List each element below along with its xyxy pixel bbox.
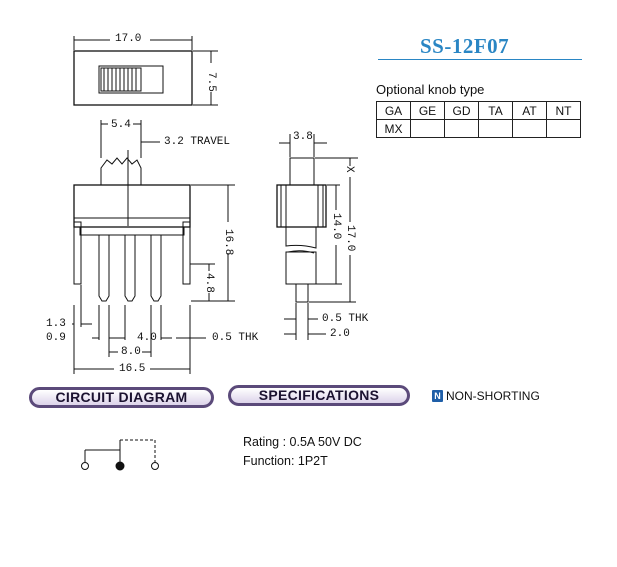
dim-side-x: X <box>343 166 355 173</box>
dim-thickness-front: 0.5 THK <box>212 332 259 344</box>
dim-pin-length: 4.8 <box>203 273 215 293</box>
dim-top-width: 17.0 <box>115 33 142 45</box>
circuit-diagram <box>81 439 159 471</box>
side-view <box>276 134 358 340</box>
dim-pin-width: 0.9 <box>46 332 66 344</box>
dim-pin-span: 8.0 <box>121 346 141 358</box>
table-cell <box>478 119 513 138</box>
dim-top-height: 7.5 <box>205 72 217 92</box>
table-cell: MX <box>376 119 411 138</box>
table-cell: AT <box>512 101 547 120</box>
non-shorting-text: NON-SHORTING <box>446 389 540 403</box>
dim-side-depth: 2.0 <box>330 328 350 340</box>
table-cell: NT <box>546 101 581 120</box>
table-row: MX <box>376 119 581 138</box>
specifications-header: SPECIFICATIONS <box>228 385 410 406</box>
dim-thickness-side: 0.5 THK <box>322 313 369 325</box>
dim-side-body: 14.0 <box>330 213 342 240</box>
knob-type-title: Optional knob type <box>376 82 485 97</box>
table-cell: GE <box>410 101 445 120</box>
model-title: SS-12F07 <box>420 34 510 58</box>
table-cell <box>546 119 581 138</box>
knob-type-table: GA GE GD TA AT NT MX <box>376 101 581 138</box>
circuit-diagram-header: CIRCUIT DIAGRAM <box>29 387 214 408</box>
table-cell: GA <box>376 101 411 120</box>
title-underline <box>378 59 582 60</box>
top-view <box>73 36 218 106</box>
dim-base-width: 16.5 <box>119 363 146 375</box>
spec-rating: Rating : 0.5A 50V DC <box>243 435 362 449</box>
table-cell: GD <box>444 101 479 120</box>
dim-left-offset: 1.3 <box>46 318 66 330</box>
dim-side-total: 17.0 <box>344 225 356 252</box>
dim-pin-pitch: 4.0 <box>137 332 157 344</box>
front-view <box>72 120 235 374</box>
non-shorting-label: N NON-SHORTING <box>432 389 540 403</box>
table-cell <box>410 119 445 138</box>
dim-knob-width: 5.4 <box>111 119 131 131</box>
spec-function: Function: 1P2T <box>243 454 328 468</box>
table-cell: TA <box>478 101 513 120</box>
table-cell <box>444 119 479 138</box>
dim-travel: 3.2 TRAVEL <box>164 136 231 148</box>
dim-side-width: 3.8 <box>293 131 313 143</box>
table-cell <box>512 119 547 138</box>
non-shorting-icon: N <box>432 390 443 402</box>
table-row: GA GE GD TA AT NT <box>376 101 581 120</box>
dim-body-height: 16.8 <box>222 229 234 256</box>
